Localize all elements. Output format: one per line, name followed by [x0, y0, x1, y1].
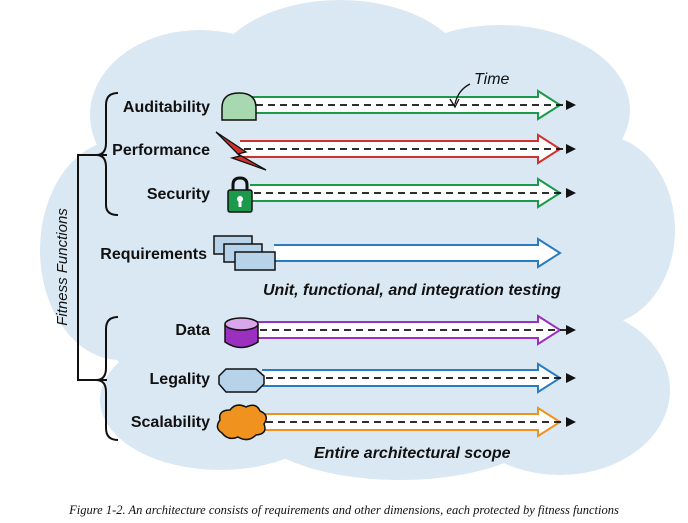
figure-caption: Figure 1-2. An architecture consists of … [68, 503, 619, 517]
time-arrowhead-performance [566, 144, 576, 154]
dimension-arrows [240, 89, 576, 438]
row-label-auditability: Auditability [123, 99, 210, 116]
database-icon [224, 317, 259, 349]
background-cloud [40, 0, 675, 480]
row-label-scalability: Scalability [131, 414, 210, 431]
row-label-legality: Legality [150, 371, 211, 388]
cloud-icon [216, 404, 267, 441]
brace-bottom [95, 316, 119, 441]
octagon-icon [218, 368, 265, 393]
time-arrowhead-auditability [566, 100, 576, 110]
brace-top [95, 92, 119, 216]
time-arrowhead-security [566, 188, 576, 198]
row-label-performance: Performance [112, 142, 210, 159]
scope-note: Entire architectural scope [314, 445, 511, 462]
fitness-functions-label: Fitness Functions [54, 208, 71, 326]
row-label-security: Security [147, 186, 210, 203]
padlock-icon [227, 176, 253, 213]
lightning-icon [215, 131, 267, 171]
time-arrowhead-data [566, 325, 576, 335]
row-label-requirements: Requirements [100, 246, 207, 263]
time-pointer-head [449, 98, 460, 109]
time-arrowhead-legality [566, 373, 576, 383]
time-label: Time [474, 71, 510, 88]
time-arrowhead-scalability [566, 417, 576, 427]
outer-bracket [77, 154, 107, 381]
dome-icon [221, 92, 257, 121]
documents-icon [213, 235, 276, 271]
dimension-arrow-requirements [274, 237, 562, 269]
testing-note: Unit, functional, and integration testin… [263, 282, 561, 299]
row-label-data: Data [175, 322, 210, 339]
time-pointer [454, 83, 471, 105]
